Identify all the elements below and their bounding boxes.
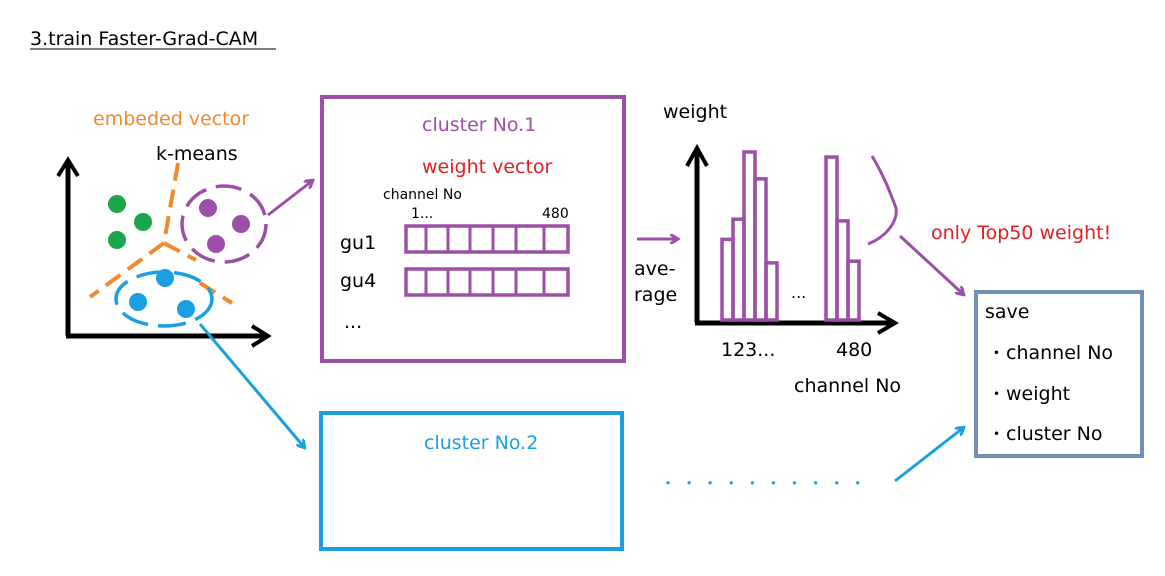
kmeans-label: k-means (156, 143, 238, 165)
average-label-line1: ave- (634, 258, 675, 280)
row-label-gu4: gu4 (340, 270, 376, 292)
purple-point (207, 235, 225, 253)
channel-end-label: 480 (542, 206, 569, 222)
top50-brace (867, 155, 898, 246)
histogram-gap-dots: ... (791, 283, 806, 302)
histogram-left-bars (720, 150, 779, 322)
kmeans-boundary-upper (161, 162, 197, 262)
kmeans-boundary-left (88, 241, 166, 299)
histogram-y-arrowhead (685, 143, 709, 167)
save-bullet: ・ (988, 385, 1005, 405)
save-item-channel-no: channel No (1006, 342, 1113, 364)
save-title: save (985, 301, 1029, 323)
arrow-to-cluster2 (198, 323, 304, 447)
cluster1-title: cluster No.1 (422, 114, 536, 136)
arrow-cluster2-to-save (894, 428, 963, 483)
save-bullet: ・ (988, 425, 1005, 445)
weight-histogram: weight ... 123... 480 channel No (663, 101, 901, 397)
green-point (108, 195, 126, 213)
histogram-bar (764, 261, 779, 322)
embeded-vector-label: embeded vector (93, 108, 249, 130)
purple-point (232, 215, 250, 233)
weight-vector-row-gu4 (404, 267, 570, 297)
kmeans-boundary-right (198, 281, 234, 305)
cluster1-frame (320, 95, 626, 363)
row-label-gu1: gu1 (340, 232, 376, 254)
blue-point (177, 300, 195, 318)
arrow-to-save (898, 234, 963, 294)
histogram-x-tick-end: 480 (836, 339, 872, 361)
scatter-plot: embeded vector k-means (56, 108, 272, 348)
save-item-cluster-no: cluster No (1006, 423, 1103, 445)
weight-vector-label: weight vector (422, 156, 553, 178)
histogram-bar (846, 259, 861, 322)
purple-point (199, 199, 217, 217)
weight-vector-row-gu1 (404, 224, 570, 254)
histogram-x-arrowhead (876, 311, 899, 335)
histogram-right-bars (824, 155, 861, 322)
save-box: save ・ channel No ・ weight ・ cluster No (974, 290, 1144, 458)
average-label-line2: rage (634, 284, 677, 306)
top50-label: only Top50 weight! (931, 222, 1111, 244)
save-frame (974, 290, 1144, 458)
arrow-to-cluster1 (267, 181, 312, 217)
save-item-weight: weight (1006, 383, 1070, 405)
page-title: 3.train Faster-Grad-CAM (30, 28, 258, 50)
save-bullet: ・ (988, 344, 1005, 364)
green-point (108, 231, 126, 249)
histogram-y-label: weight (663, 101, 727, 123)
cluster2-title: cluster No.2 (424, 432, 538, 454)
histogram-x-label: channel No (794, 375, 901, 397)
cluster2-frame (319, 411, 624, 551)
scatter-y-arrowhead (56, 156, 80, 178)
channel-start-label: 1... (411, 206, 433, 222)
histogram-x-tick-start: 123... (721, 339, 775, 361)
cluster2-box: cluster No.2 (319, 411, 624, 551)
purple-cluster-outline (180, 184, 268, 264)
cluster1-box: cluster No.1 weight vector channel No 1.… (320, 95, 626, 363)
green-point (134, 213, 152, 231)
blue-point (156, 269, 174, 287)
scatter-x-arrowhead (250, 324, 272, 348)
rows-ellipsis: ... (344, 311, 362, 333)
channel-no-label: channel No (383, 187, 462, 203)
blue-point (129, 293, 147, 311)
histogram-bar (753, 177, 768, 322)
continuation-dots: ・ ・ ・ ・ ・ ・ ・ ・ ・ ・ (660, 474, 866, 493)
